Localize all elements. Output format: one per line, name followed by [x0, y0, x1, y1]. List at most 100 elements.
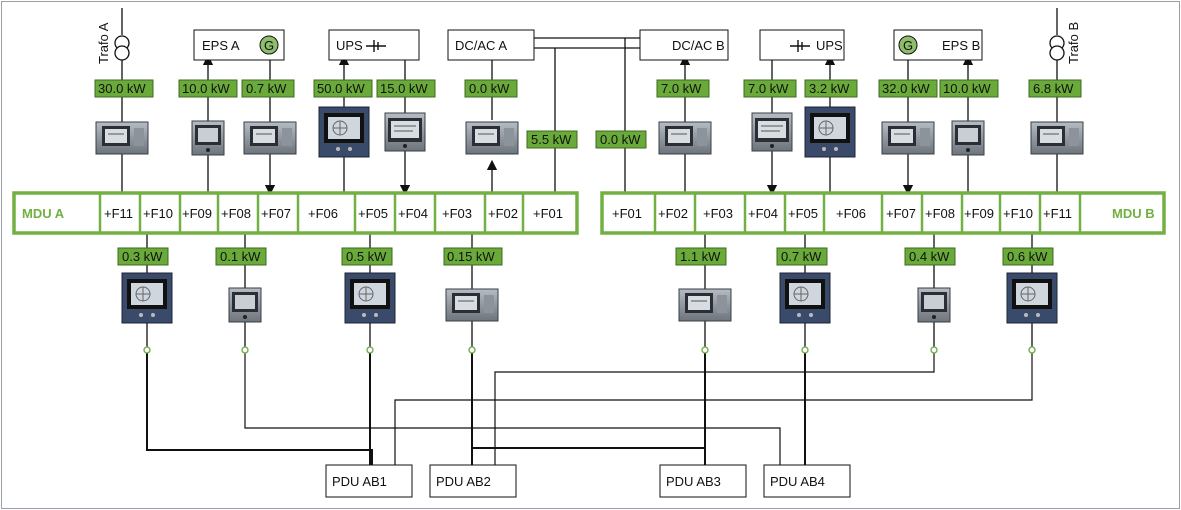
- power-readout: 0.7 kW: [241, 79, 295, 98]
- power-readout: 10.0 kW: [939, 79, 999, 98]
- mdu-a-feeder: +F04: [398, 206, 428, 221]
- svg-text:10.0 kW: 10.0 kW: [943, 81, 991, 96]
- svg-text:0.7 kW: 0.7 kW: [781, 249, 822, 264]
- power-meter-icon: [658, 121, 712, 155]
- svg-text:1.1 kW: 1.1 kW: [680, 249, 721, 264]
- power-meter-icon: [917, 287, 951, 323]
- svg-text:32.0 kW: 32.0 kW: [882, 81, 930, 96]
- mdu-b-feeder: +F07: [886, 206, 916, 221]
- mdu-a-feeder: +F03: [442, 206, 472, 221]
- transformer-b-label: Trafo B: [1066, 22, 1081, 64]
- pdu-box: PDU AB1: [325, 464, 413, 498]
- mdu-b-feeder: +F09: [964, 206, 994, 221]
- ups-1-box: UPS: [328, 29, 420, 61]
- power-readout: 0.1 kW: [215, 247, 267, 266]
- transformer-b-icon: [1049, 35, 1065, 61]
- mdu-a-title: MDU A: [22, 206, 65, 221]
- mdu-b-feeder: +F03: [703, 206, 733, 221]
- power-readout: 30.0 kW: [94, 79, 154, 98]
- power-readout: 0.3 kW: [117, 247, 169, 266]
- power-meter-icon: [121, 272, 173, 324]
- svg-text:PDU AB3: PDU AB3: [666, 474, 721, 489]
- pdu-box: PDU AB2: [429, 464, 517, 498]
- svg-text:0.3 kW: 0.3 kW: [122, 249, 163, 264]
- svg-text:PDU AB2: PDU AB2: [436, 474, 491, 489]
- svg-text:PDU AB1: PDU AB1: [332, 474, 387, 489]
- connectors: [143, 346, 1036, 354]
- power-readout: 0.5 kW: [341, 247, 393, 266]
- power-meter-icon: [191, 120, 225, 156]
- mdu-a-feeder: +F08: [221, 206, 251, 221]
- mdu-a-feeder: +F11: [104, 206, 133, 221]
- mdu-a-feeder: +F06: [308, 206, 338, 221]
- pdu-wiring: [146, 353, 1033, 465]
- svg-text:0.1 kW: 0.1 kW: [220, 249, 261, 264]
- battery-icon: [790, 40, 810, 52]
- pdu-box: PDU AB3: [659, 464, 747, 498]
- mdu-a-feeder: +F02: [488, 206, 518, 221]
- power-readout: 32.0 kW: [878, 79, 938, 98]
- ups-1-label: UPS: [336, 38, 363, 53]
- eps-a-label: EPS A: [202, 38, 240, 53]
- ups-2-box: UPS: [759, 29, 845, 61]
- power-readout: 0.0 kW: [595, 130, 647, 149]
- mdu-b-feeder: +F01: [612, 206, 642, 221]
- power-meter-icon: [951, 120, 985, 156]
- power-meter-icon: [445, 288, 499, 322]
- power-readouts-top: 30.0 kW 10.0 kW 0.7 kW 50.0 kW 15.0 kW 0…: [94, 79, 1082, 149]
- svg-text:0.15 kW: 0.15 kW: [447, 249, 495, 264]
- power-meter-icon: [344, 272, 396, 324]
- svg-text:0.0 kW: 0.0 kW: [600, 132, 641, 147]
- mdu-a: MDU A +F11 +F10 +F09 +F08 +F07 +F06 +F05…: [12, 191, 579, 235]
- dcac-b-label: DC/AC B: [672, 38, 725, 53]
- eps-b-box: G EPS B: [893, 29, 983, 61]
- mdu-a-feeder: +F09: [182, 206, 212, 221]
- pdu-box: PDU AB4: [763, 464, 851, 498]
- mdu-b: +F01 +F02 +F03 +F04 +F05 +F06 +F07 +F08 …: [600, 191, 1166, 235]
- power-meter-icon: [1030, 121, 1084, 155]
- power-readout: 7.0 kW: [743, 79, 797, 98]
- mdu-b-feeder: +F02: [658, 206, 688, 221]
- svg-text:30.0 kW: 30.0 kW: [98, 81, 146, 96]
- svg-text:50.0 kW: 50.0 kW: [317, 81, 365, 96]
- power-meter-icon: [751, 112, 793, 152]
- mdu-b-feeder: +F06: [836, 206, 866, 221]
- svg-text:7.0 kW: 7.0 kW: [748, 81, 789, 96]
- power-meter-icon: [465, 121, 519, 155]
- power-readout: 3.2 kW: [804, 79, 858, 98]
- power-meter-icon: [384, 112, 426, 152]
- power-readout: 0.0 kW: [464, 79, 518, 98]
- ups-2-label: UPS: [816, 38, 843, 53]
- mdu-a-feeder: +F07: [261, 206, 291, 221]
- power-meter-icon: [318, 106, 370, 158]
- mdu-b-title: MDU B: [1112, 206, 1155, 221]
- power-readout: 6.8 kW: [1028, 79, 1082, 98]
- power-meter-icon: [95, 121, 149, 155]
- power-readout: 7.0 kW: [656, 79, 710, 98]
- svg-text:3.2 kW: 3.2 kW: [809, 81, 850, 96]
- eps-a-box: EPS A G: [193, 29, 285, 61]
- power-meter-icon: [881, 121, 935, 155]
- mdu-a-feeder: +F10: [143, 206, 173, 221]
- pdu-boxes: PDU AB1 PDU AB2 PDU AB3 PDU AB4: [325, 464, 851, 498]
- mdu-a-feeder: +F05: [358, 206, 388, 221]
- meters-bottom: [121, 272, 1058, 324]
- power-readout: 0.6 kW: [1002, 247, 1054, 266]
- svg-text:PDU AB4: PDU AB4: [770, 474, 825, 489]
- dcac-b-box: DC/AC B: [639, 29, 729, 61]
- svg-text:0.6 kW: 0.6 kW: [1007, 249, 1048, 264]
- dcac-a-box: DC/AC A: [447, 29, 535, 61]
- mdu-b-feeder: +F04: [748, 206, 778, 221]
- power-readout: 5.5 kW: [526, 130, 578, 149]
- power-meter-icon: [779, 272, 831, 324]
- svg-text:0.0 kW: 0.0 kW: [469, 81, 510, 96]
- svg-text:10.0 kW: 10.0 kW: [182, 81, 230, 96]
- transformer-a-icon: [114, 35, 130, 61]
- svg-text:0.5 kW: 0.5 kW: [346, 249, 387, 264]
- svg-text:15.0 kW: 15.0 kW: [380, 81, 428, 96]
- power-readout: 50.0 kW: [313, 79, 373, 98]
- eps-b-label: EPS B: [942, 38, 980, 53]
- power-readout: 15.0 kW: [376, 79, 436, 98]
